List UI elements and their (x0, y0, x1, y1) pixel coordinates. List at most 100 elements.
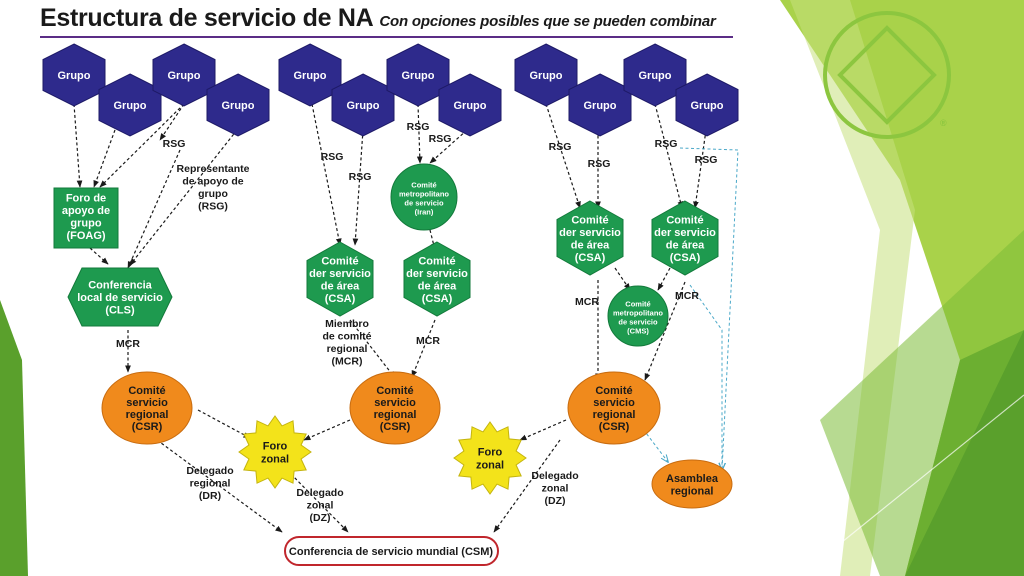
csr-node-1-label-line-3: regional (126, 409, 169, 421)
arrow-csr2-forozonal (303, 419, 351, 441)
cms-node-label-line-3: de servicio (618, 318, 658, 327)
delegado-zonal-label-2-line-1: Delegado (531, 470, 578, 482)
rsg-label-8: RSG (655, 138, 678, 150)
arrow-rsg-cls (127, 149, 181, 269)
group-label-line-1: Grupo (58, 70, 91, 82)
arrow-csa3-cms (614, 267, 631, 291)
page-subtitle: Con opciones posibles que se pueden comb… (379, 13, 716, 30)
mcr-label-1: MCR (116, 338, 140, 350)
na-logo-diamond-icon (837, 25, 937, 125)
delegado-regional-label-line-2: regional (190, 478, 231, 490)
group-label-line-1: Grupo (294, 70, 327, 82)
group-label-line-1: Grupo (639, 70, 672, 82)
group-label-line-1: Grupo (222, 100, 255, 112)
arrow-group9-csa (545, 103, 581, 209)
foag-label-line-3: grupo (70, 217, 101, 229)
delegado-zonal-label-2-line-3: (DZ) (545, 495, 566, 507)
csa-node-3-label-line-1: Comité (571, 214, 608, 226)
csr-node-3-label-line-3: regional (593, 409, 636, 421)
group-label-line-1: Grupo (347, 100, 380, 112)
rsg-label-6: RSG (549, 141, 572, 153)
group-node-2: Grupo (98, 73, 162, 137)
representante-label-line-2: de apoyo de (182, 176, 243, 188)
asamblea-label-line-2: regional (671, 485, 714, 497)
csa-node-1-label-line-2: der servicio (309, 268, 371, 280)
arrow-csa-csr (349, 319, 396, 379)
delegado-zonal-label-1-line-2: zonal (307, 500, 334, 512)
arrow-group12-csa (693, 129, 707, 209)
csa-node-2-label-line-4: (CSA) (422, 293, 453, 305)
csa-node-2-label-line-2: der servicio (406, 268, 468, 280)
delegado-regional-label-line-3: (DR) (199, 490, 221, 502)
delegado-zonal-label-1-line-1: Delegado (296, 487, 343, 499)
miembro-label-line-2: de comité (322, 331, 371, 343)
cls-label-line-1: Conferencia (88, 280, 152, 292)
trademark-symbol: ® (940, 118, 947, 128)
rsg-label-4: RSG (407, 121, 430, 133)
slide-decoration-band (820, 230, 1024, 576)
miembro-label-line-4: (MCR) (332, 356, 363, 368)
arrow-group5-csa (311, 103, 342, 246)
miembro-label-line-3: regional (327, 343, 368, 355)
foro-zonal-node-2-label-line-2: zonal (476, 460, 504, 472)
arrow-group4-cls (129, 129, 238, 266)
group-label-line-1: Grupo (584, 100, 617, 112)
arrow-csa4-csr (644, 281, 686, 381)
arrow-group-foag (73, 103, 83, 188)
csr-node-3-label-line-4: (CSR) (599, 421, 630, 433)
cms-iran-node-label-line-4: (Iran) (415, 208, 434, 217)
slide-decoration-left (0, 300, 28, 576)
csa-node-3-label-line-4: (CSA) (575, 252, 606, 264)
foro-zonal-node-1-label-line-2: zonal (261, 454, 289, 466)
csr-node-1-label-line-4: (CSR) (132, 421, 163, 433)
slide-decoration-line (799, 394, 1024, 576)
group-node-4: Grupo (206, 73, 270, 137)
mcr-label-2: MCR (416, 335, 440, 347)
rsg-label-2: RSG (321, 151, 344, 163)
arrow-group6-csa (352, 129, 364, 246)
group-label-line-1: Grupo (114, 100, 147, 112)
csa-node-4-label-line-3: de área (666, 239, 705, 251)
group-label-line-1: Grupo (691, 100, 724, 112)
cls-label-line-3: (CLS) (105, 305, 135, 317)
rsg-label-3: RSG (349, 171, 372, 183)
group-node-12: Grupo (675, 73, 739, 137)
arrow-csa4-cms (657, 267, 671, 291)
group-label-line-1: Grupo (454, 100, 487, 112)
asamblea-label-line-1: Asamblea (666, 473, 719, 485)
arrow-csr-forozonal (197, 409, 251, 439)
cms-node-label-line-2: metropolitano (613, 309, 663, 318)
rsg-label-9: RSG (695, 154, 718, 166)
csa-node-1-label-line-1: Comité (321, 255, 358, 267)
cms-iran-node-label-line-1: Comité (411, 181, 436, 190)
csa-node-1-label-line-4: (CSA) (325, 293, 356, 305)
arrow-csr-csm (156, 439, 283, 533)
group-node-1: Grupo (42, 43, 106, 107)
group-node-9: Grupo (514, 43, 578, 107)
foro-zonal-node-2-label-line-1: Foro (478, 447, 503, 459)
csr-node-2-label-line-4: (CSR) (380, 421, 411, 433)
group-node-3: Grupo (152, 43, 216, 107)
rsg-label-1: RSG (163, 138, 186, 150)
group-node-8: Grupo (438, 73, 502, 137)
cls-label-line-2: local de servicio (77, 292, 163, 304)
arrow-csa2-csr (411, 319, 436, 378)
csr-node-1-label-line-1: Comité (128, 385, 165, 397)
rsg-label-7: RSG (588, 158, 611, 170)
mcr-label-3: MCR (575, 296, 599, 308)
representante-label-line-1: Representante (177, 163, 250, 175)
group-node-11: Grupo (623, 43, 687, 107)
group-label-line-1: Grupo (168, 70, 201, 82)
csa-node-3-label-line-3: de área (571, 239, 610, 251)
arrow-group2-foag (93, 129, 116, 188)
